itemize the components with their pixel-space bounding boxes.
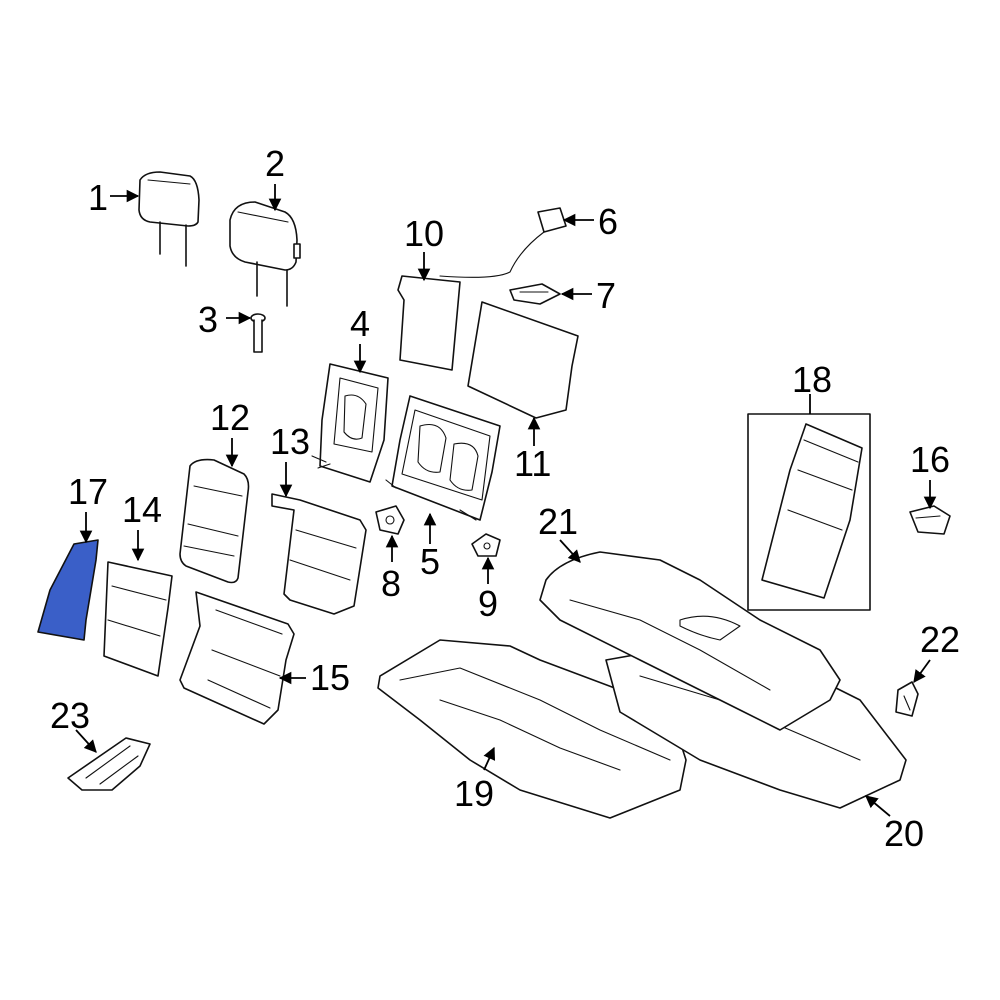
part-14-backrest-cover[interactable] — [103, 561, 173, 677]
part-6-harness-connector[interactable] — [439, 207, 567, 278]
callout-6: 6 — [598, 201, 618, 242]
part-16-clip[interactable] — [909, 505, 951, 535]
leader-22 — [913, 659, 931, 684]
part-13-backrest-cover[interactable] — [271, 493, 367, 615]
part-22-clip[interactable] — [895, 681, 919, 717]
part-18-armrest-cover[interactable] — [747, 413, 871, 611]
callout-9: 9 — [478, 583, 498, 624]
callout-2: 2 — [265, 143, 285, 184]
callout-labels: 1 2 3 4 5 6 7 8 9 10 11 12 13 14 15 16 1… — [50, 143, 960, 854]
leader-20 — [865, 795, 891, 817]
callout-17: 17 — [68, 471, 108, 512]
leader-19 — [483, 746, 496, 771]
callout-23: 23 — [50, 695, 90, 736]
part-15-backrest-cover[interactable] — [179, 591, 295, 725]
part-7-connector-clip[interactable] — [509, 283, 561, 305]
callout-5: 5 — [420, 541, 440, 582]
callout-11: 11 — [514, 443, 551, 484]
leader-21 — [559, 539, 581, 563]
part-17-side-bolster[interactable] — [37, 539, 99, 641]
leader-23 — [75, 729, 97, 753]
callout-12: 12 — [210, 397, 250, 438]
callout-10: 10 — [404, 213, 444, 254]
part-12-backrest-cover[interactable] — [179, 458, 250, 584]
part-9-bracket[interactable] — [471, 533, 501, 557]
callout-4: 4 — [350, 303, 370, 344]
callout-7: 7 — [596, 275, 616, 316]
callout-3: 3 — [198, 299, 218, 340]
part-19-seat-frame[interactable] — [377, 639, 687, 819]
callout-22: 22 — [920, 619, 960, 660]
part-4-backrest-frame[interactable] — [311, 363, 389, 483]
part-23-cupholder-tray[interactable] — [67, 737, 151, 791]
part-10-back-panel[interactable] — [397, 275, 461, 371]
callout-16: 16 — [910, 439, 950, 480]
callout-14: 14 — [122, 489, 162, 530]
callout-19: 19 — [454, 773, 494, 814]
part-1-headrest[interactable] — [138, 171, 200, 267]
part-2-headrest[interactable] — [229, 201, 301, 307]
callout-8: 8 — [381, 563, 401, 604]
callout-20: 20 — [884, 813, 924, 854]
callout-1: 1 — [88, 177, 108, 218]
callout-18: 18 — [792, 359, 832, 400]
part-8-bracket[interactable] — [375, 505, 405, 535]
callout-15: 15 — [310, 657, 350, 698]
part-21-seat-cushion[interactable] — [539, 551, 841, 731]
part-3-headrest-guide[interactable] — [250, 313, 266, 353]
part-5-backrest-frame[interactable] — [385, 395, 501, 521]
callout-21: 21 — [538, 501, 578, 542]
leader-lines — [75, 184, 937, 817]
callout-13: 13 — [270, 421, 310, 462]
part-11-back-panel[interactable] — [467, 301, 579, 419]
